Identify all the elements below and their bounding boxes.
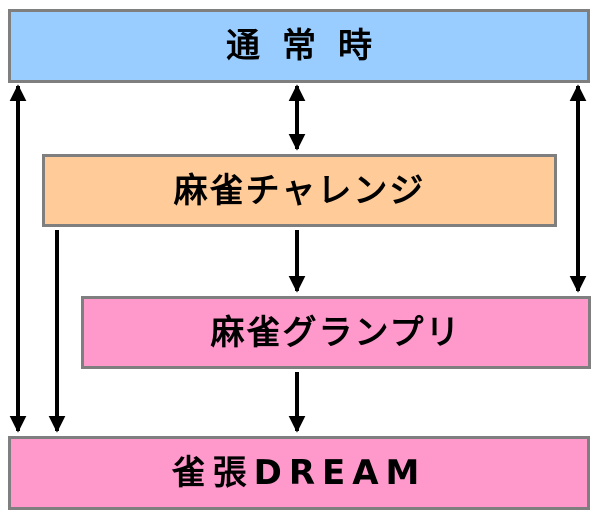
node-normal-state: 通常時: [8, 9, 590, 83]
node-jancho-dream: 雀張DREAM: [8, 436, 590, 510]
node-mahjong-challenge: 麻雀チャレンジ: [42, 154, 557, 227]
node-mahjong-grand-prix: 麻雀グランプリ: [81, 296, 591, 369]
